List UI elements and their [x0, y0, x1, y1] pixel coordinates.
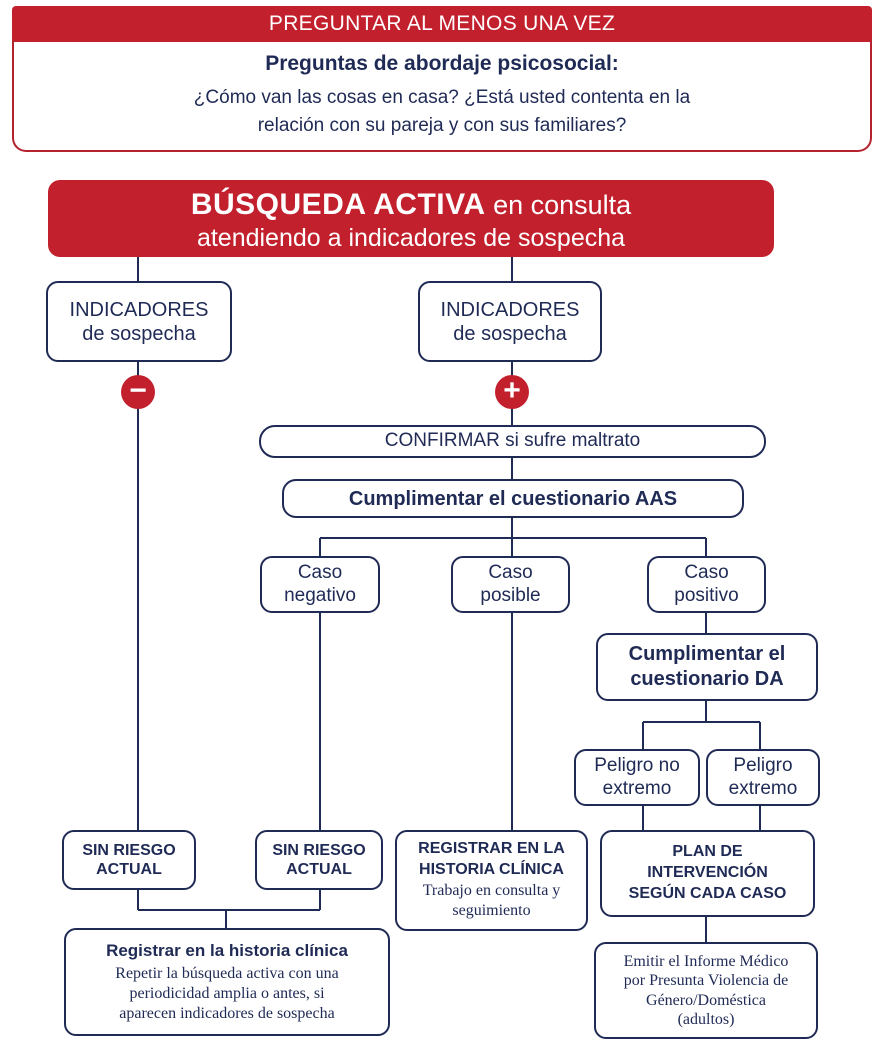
register-bottom-box: Registrar en la historia clínica Repetir… — [64, 928, 390, 1036]
confirm-abuse-box: CONFIRMAR si sufre maltrato — [259, 425, 766, 458]
register-clinical-history-box: REGISTRAR EN LA HISTORIA CLÍNICA Trabajo… — [395, 830, 588, 931]
aas-questionnaire-label: Cumplimentar el cuestionario AAS — [348, 487, 678, 510]
danger-not-extreme-box: Peligro no extremo — [574, 749, 700, 806]
active-search-rest: en consulta — [485, 190, 632, 220]
case-positive-line-2: positivo — [674, 584, 739, 606]
case-possible-line-1: Caso — [488, 561, 533, 583]
questions-title: Preguntas de abordaje psicosocial: — [265, 52, 619, 75]
indicators-right-line-2: de sospecha — [453, 322, 567, 345]
danger-not-extreme-line-2: extremo — [602, 777, 672, 799]
intervention-plan-line-1: PLAN DE — [672, 843, 743, 861]
register-bottom-line-2: periodicidad amplia o antes, si — [129, 984, 325, 1002]
indicators-negative-box: INDICADORES de sospecha — [46, 281, 232, 362]
questions-line-1: ¿Cómo van las cosas en casa? ¿Está usted… — [193, 87, 691, 108]
indicators-left-line-2: de sospecha — [82, 322, 196, 345]
case-possible-line-2: posible — [480, 584, 541, 606]
case-possible-box: Caso posible — [451, 556, 570, 613]
da-questionnaire-box: Cumplimentar el cuestionario DA — [596, 633, 818, 701]
medical-report-line-3: Género/Doméstica — [646, 991, 766, 1009]
no-risk-right-box: SIN RIESGO ACTUAL — [255, 830, 383, 890]
ask-at-least-once-banner: PREGUNTAR AL MENOS UNA VEZ — [12, 6, 872, 42]
active-search-box: BÚSQUEDA ACTIVA en consulta atendiendo a… — [48, 180, 774, 257]
no-risk-right-line-2: ACTUAL — [286, 861, 352, 878]
case-negative-line-1: Caso — [297, 561, 343, 583]
medical-report-line-1: Emitir el Informe Médico — [623, 953, 789, 971]
case-positive-line-1: Caso — [684, 561, 729, 583]
register-bottom-line-1: Repetir la búsqueda activa con una — [115, 964, 339, 982]
active-search-line-2: atendiendo a indicadores de sospecha — [196, 224, 626, 252]
active-search-bold: BÚSQUEDA ACTIVA — [190, 188, 486, 221]
register-history-line-4: seguimiento — [452, 902, 531, 920]
register-bottom-title: Registrar en la historia clínica — [106, 941, 348, 961]
danger-not-extreme-line-1: Peligro no — [594, 754, 680, 776]
active-search-line-1: BÚSQUEDA ACTIVA en consulta — [48, 188, 774, 222]
indicators-positive-box: INDICADORES de sospecha — [418, 281, 602, 362]
register-history-line-3: Trabajo en consulta y — [422, 881, 561, 899]
no-risk-left-line-2: ACTUAL — [96, 861, 162, 878]
da-questionnaire-line-2: cuestionario DA — [630, 668, 784, 690]
intervention-plan-line-2: INTERVENCIÓN — [647, 864, 768, 882]
no-risk-left-box: SIN RIESGO ACTUAL — [62, 830, 196, 890]
psychosocial-questions-box: Preguntas de abordaje psicosocial: ¿Cómo… — [12, 40, 872, 152]
questions-text: ¿Cómo van las cosas en casa? ¿Está usted… — [14, 84, 870, 140]
medical-report-box: Emitir el Informe Médico por Presunta Vi… — [594, 942, 818, 1039]
aas-questionnaire-box: Cumplimentar el cuestionario AAS — [282, 479, 744, 518]
case-negative-box: Caso negativo — [260, 556, 380, 613]
danger-extreme-box: Peligro extremo — [706, 749, 820, 806]
intervention-plan-box: PLAN DE INTERVENCIÓN SEGÚN CADA CASO — [600, 830, 815, 917]
register-history-line-2: HISTORIA CLÍNICA — [419, 860, 564, 878]
indicators-right-line-1: INDICADORES — [440, 298, 580, 321]
danger-extreme-line-1: Peligro — [733, 754, 793, 776]
danger-extreme-line-2: extremo — [728, 777, 798, 799]
intervention-plan-line-3: SEGÚN CADA CASO — [628, 884, 787, 902]
plus-icon: + — [495, 375, 529, 409]
questions-line-2: relación con su pareja y con sus familia… — [257, 115, 627, 136]
case-positive-box: Caso positivo — [647, 556, 766, 613]
register-history-line-1: REGISTRAR EN LA — [418, 839, 565, 857]
no-risk-right-line-1: SIN RIESGO — [272, 841, 366, 859]
case-negative-line-2: negativo — [284, 584, 356, 606]
confirm-abuse-label: CONFIRMAR si sufre maltrato — [384, 430, 641, 452]
no-risk-left-line-1: SIN RIESGO — [82, 841, 176, 859]
indicators-left-line-1: INDICADORES — [69, 298, 209, 321]
medical-report-line-2: por Presunta Violencia de — [623, 972, 789, 990]
minus-icon: − — [121, 375, 155, 409]
da-questionnaire-line-1: Cumplimentar el — [628, 643, 786, 665]
medical-report-line-4: (adultos) — [677, 1010, 735, 1028]
register-bottom-line-3: aparecen indicadores de sospecha — [119, 1004, 335, 1022]
